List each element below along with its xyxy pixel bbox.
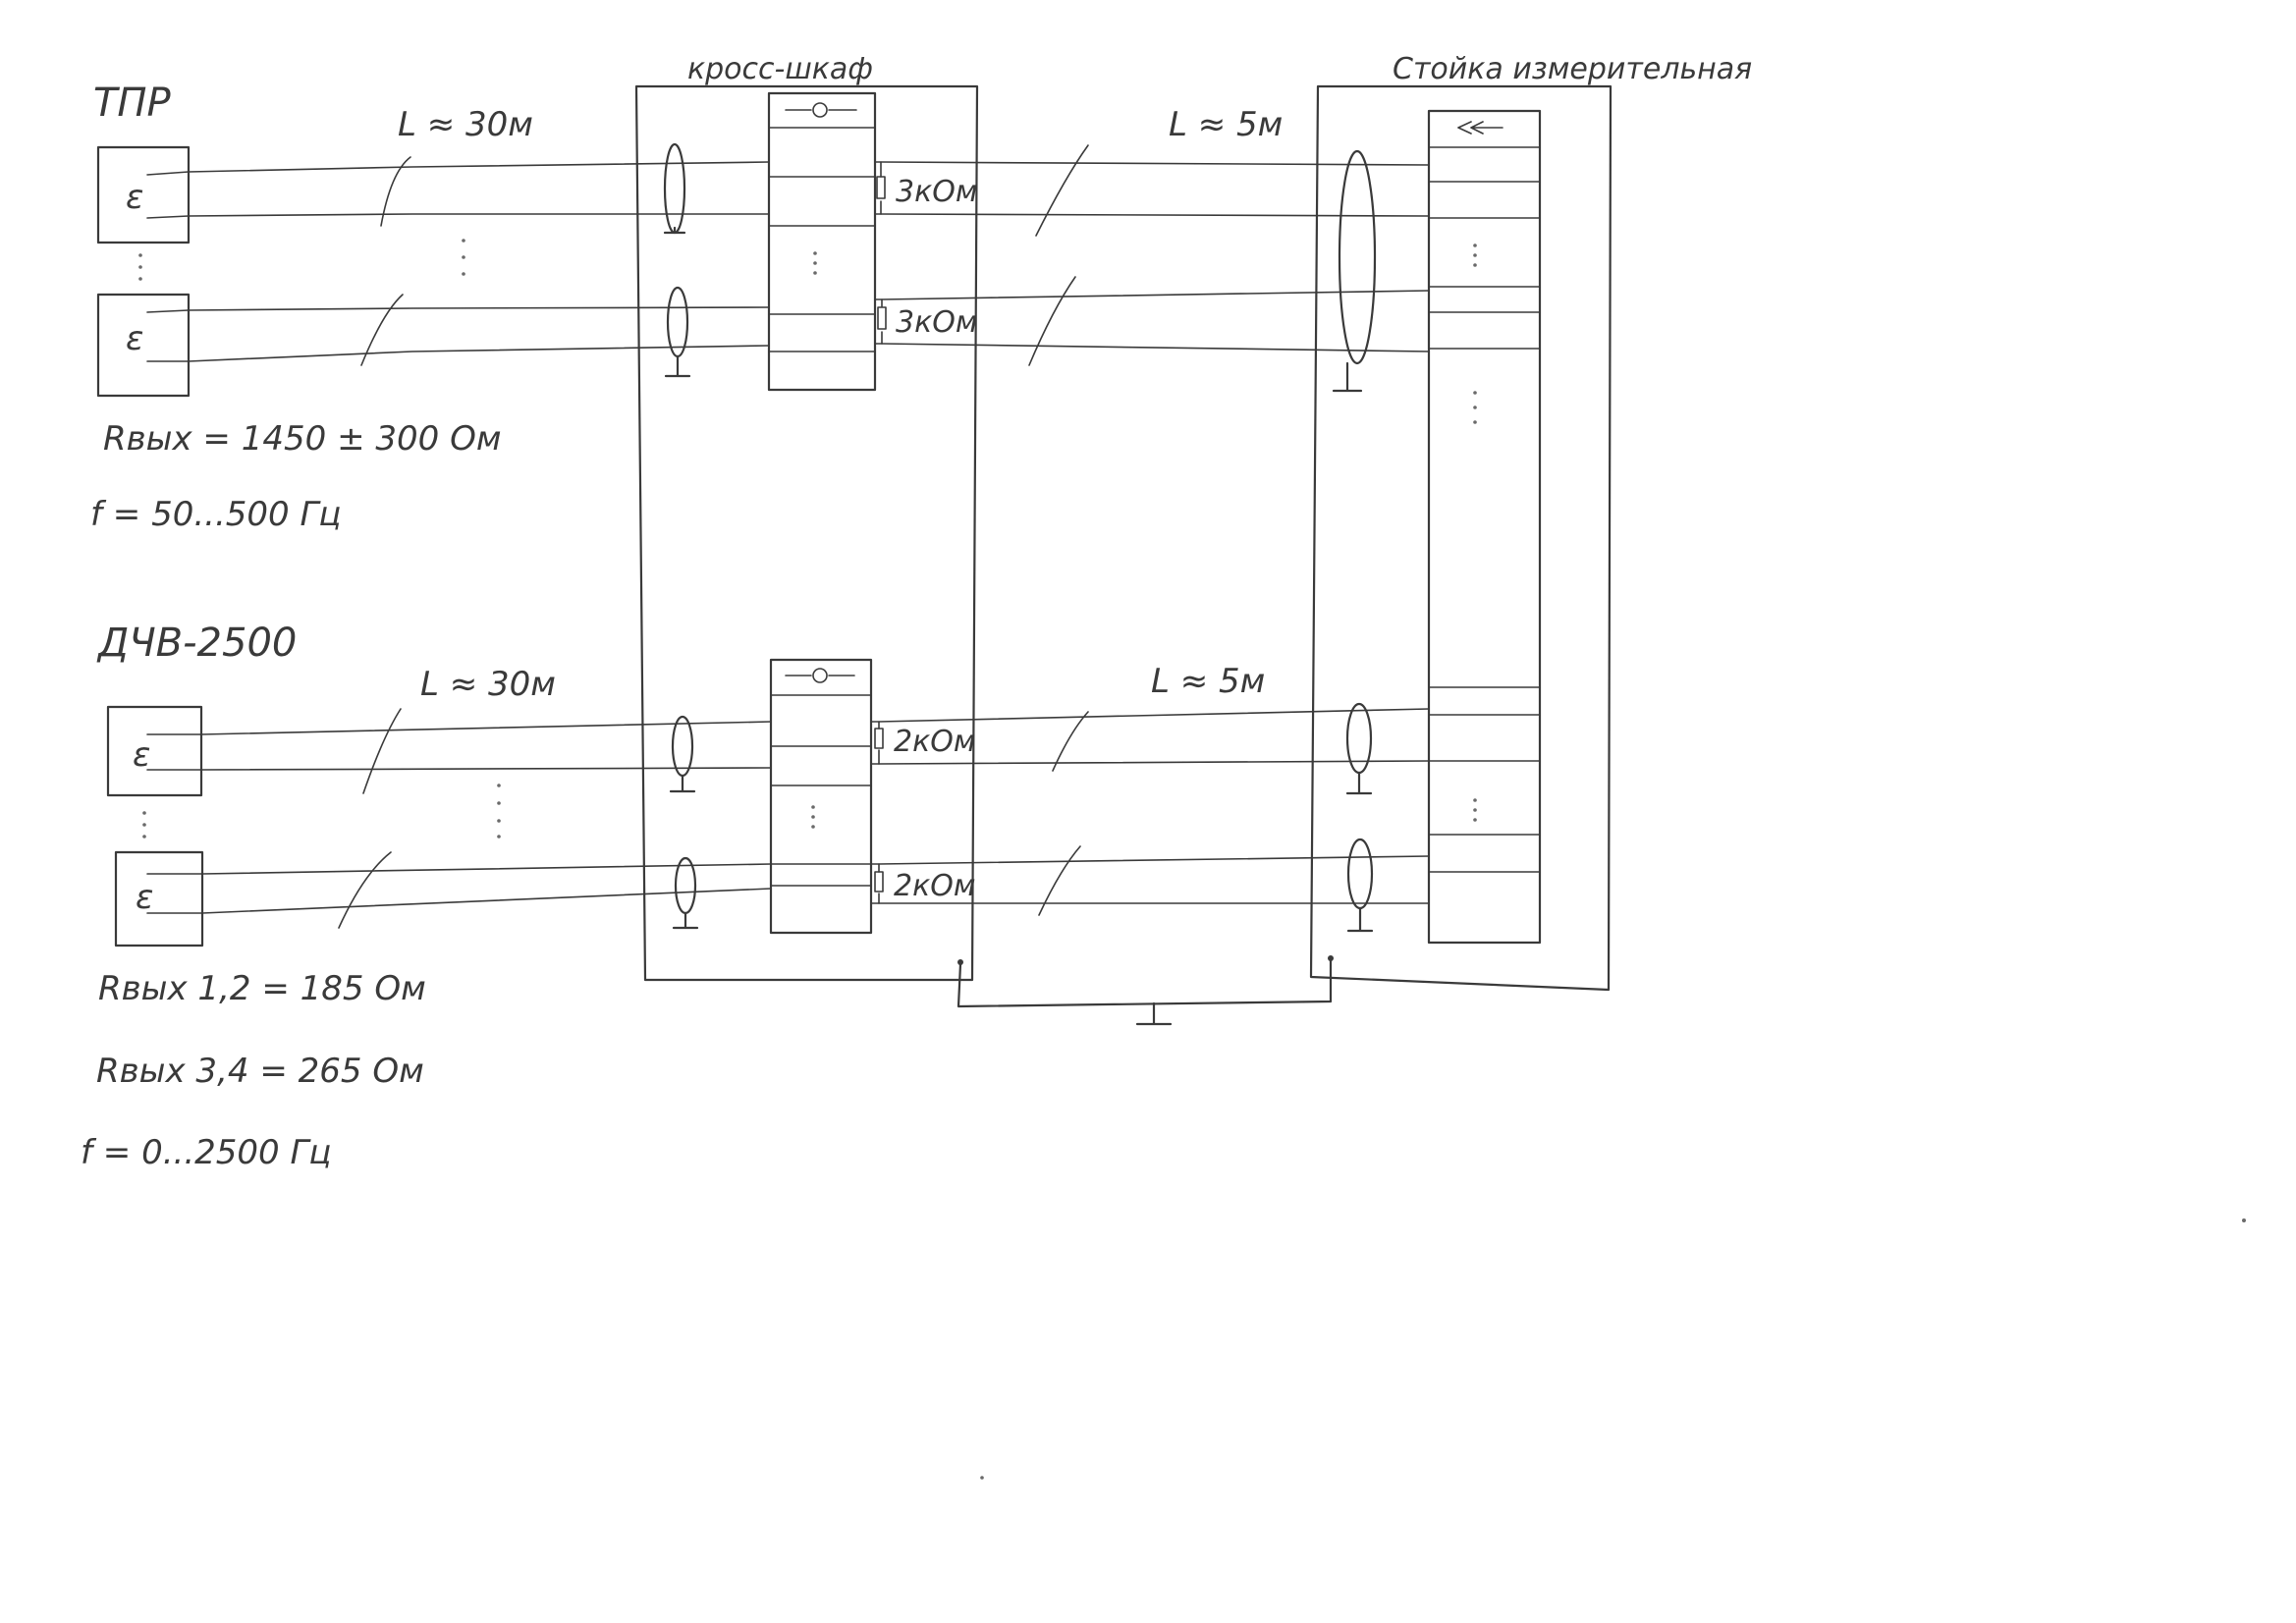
dchv-title: ДЧВ-2500 [96, 621, 297, 666]
top-cross-to-rack-lines [880, 144, 1430, 366]
shield-icon [663, 142, 686, 235]
shield-icon [1346, 838, 1374, 933]
tpr-frequency: f = 50...500 Гц [90, 495, 342, 534]
tpr-cable-length: L ≈ 30м [398, 105, 533, 144]
tpr-sensor-2: ε [96, 293, 191, 398]
resistor-label: 2кОм [894, 869, 975, 903]
ground-symbol [957, 955, 1334, 1026]
dchv-output-resistance-3-4: Rвых 3,4 = 265 Ом [96, 1052, 424, 1091]
rack-terminal-strip [1427, 109, 1542, 945]
bottom-resistor-2: 2кОм [870, 863, 975, 904]
coil-symbol: ε [126, 319, 143, 358]
shield-icon [1332, 149, 1377, 393]
bottom-rack-cable-length: L ≈ 5м [1151, 662, 1265, 701]
coil-symbol: ε [133, 735, 150, 775]
connector-icon [1457, 121, 1503, 135]
resistor-label: 3кОм [896, 175, 977, 209]
dchv-output-resistance-1-2: Rвых 1,2 = 185 Ом [98, 969, 426, 1008]
measuring-rack-label: Стойка измерительная [1393, 52, 1752, 86]
bottom-cross-to-rack-lines [878, 708, 1430, 916]
tpr-title: ТПР [93, 81, 172, 126]
tpr-sensor-1: ε [96, 145, 191, 244]
dchv-cable-length: L ≈ 30м [420, 665, 556, 704]
coil-symbol: ε [136, 878, 153, 917]
top-resistor-1: 3кОм [874, 161, 977, 215]
dchv-sensor-2: ε [114, 850, 204, 947]
top-rack-cable-length: L ≈ 5м [1169, 105, 1283, 144]
resistor-label: 2кОм [894, 725, 975, 759]
resistor-label: 3кОм [896, 305, 977, 340]
cross-terminal-strip-top [767, 91, 877, 392]
bottom-resistor-1: 2кОм [870, 721, 975, 765]
measuring-rack [1309, 84, 1613, 992]
shield-icon [669, 715, 696, 793]
dchv-frequency: f = 0...2500 Гц [81, 1133, 332, 1172]
cross-terminal-strip-bottom [769, 658, 873, 935]
cross-cabinet-label: кросс-шкаф [687, 52, 873, 86]
shield-icon [664, 286, 691, 378]
tpr-output-resistance: Rвых = 1450 ± 300 Ом [103, 419, 501, 459]
dchv-cable-lines [200, 708, 772, 929]
dchv-sensor-1: ε [106, 705, 203, 797]
shield-icon [672, 856, 699, 930]
switch-icon [785, 668, 855, 683]
coil-symbol: ε [126, 178, 143, 217]
tpr-cable-lines [188, 156, 770, 366]
cross-cabinet [634, 84, 979, 982]
switch-icon [785, 102, 857, 118]
top-resistor-2: 3кОм [874, 298, 977, 345]
shield-icon [1345, 702, 1373, 795]
